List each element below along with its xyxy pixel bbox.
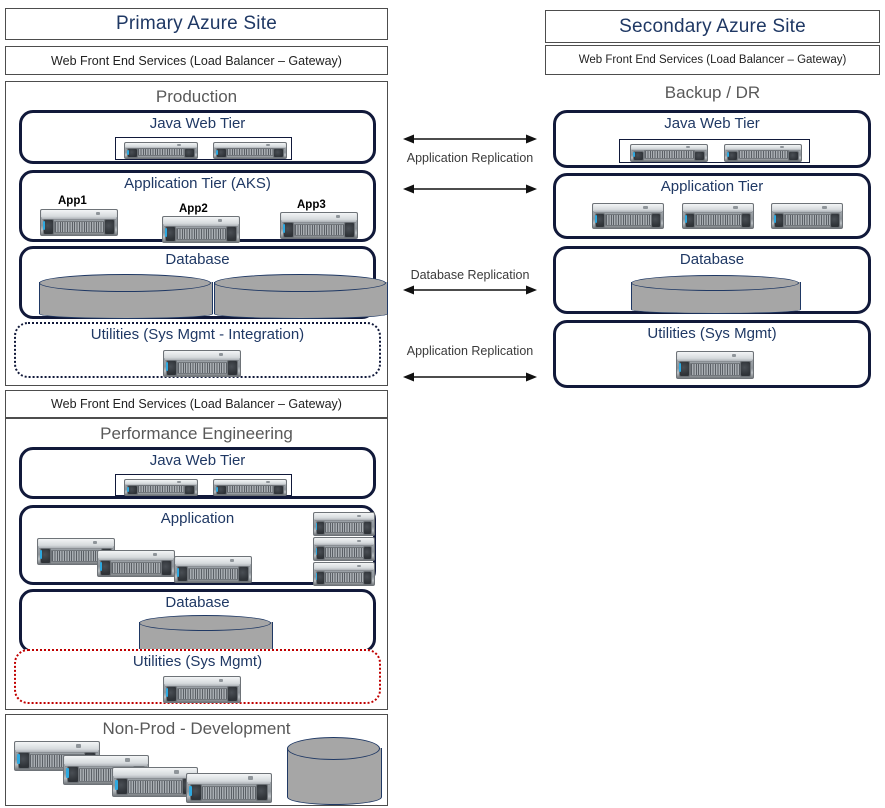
primary-web-front-end-label-2: Web Front End Services (Load Balancer – … (51, 397, 342, 411)
secondary-java-web-tier-label: Java Web Tier (664, 115, 760, 132)
replication-arrow-2 (403, 182, 537, 194)
server-icon (313, 562, 375, 586)
server-icon (97, 550, 175, 577)
performance-engineering-container: Performance Engineering Java Web Tier Ap… (5, 418, 388, 710)
server-icon (162, 216, 240, 243)
database-cylinder-icon (287, 737, 382, 805)
server-icon (676, 351, 754, 379)
performance-section-title: Performance Engineering (100, 424, 293, 443)
production-java-web-tier-box[interactable]: Java Web Tier (19, 110, 376, 164)
performance-java-web-tier-box[interactable]: Java Web Tier (19, 447, 376, 499)
secondary-java-web-tier-inner-box (619, 139, 810, 163)
performance-application-label: Application (160, 510, 235, 527)
server-icon (163, 350, 241, 377)
performance-utilities-box[interactable]: Utilities (Sys Mgmt) (14, 649, 381, 704)
replication-label-3: Application Replication (406, 344, 534, 358)
secondary-database-box[interactable]: Database (553, 246, 871, 314)
nonprod-section-title: Non-Prod - Development (102, 719, 291, 738)
database-cylinder-icon (139, 615, 273, 653)
app1-label: App1 (58, 195, 87, 207)
secondary-application-tier-label: Application Tier (660, 178, 764, 195)
server-icon (112, 767, 198, 797)
server-icon (186, 773, 272, 803)
double-arrow-icon (403, 285, 537, 295)
replication-arrow-3 (403, 283, 537, 295)
double-arrow-icon (403, 372, 537, 382)
primary-web-front-end-label-1: Web Front End Services (Load Balancer – … (51, 53, 342, 68)
secondary-web-front-end-box: Web Front End Services (Load Balancer – … (545, 45, 880, 75)
replication-arrow-1 (403, 132, 537, 144)
performance-application-box[interactable]: Application (19, 505, 376, 586)
nonprod-development-container: Non-Prod - Development (5, 714, 388, 806)
database-cylinder-icon (631, 275, 801, 314)
app3-label: App3 (297, 199, 326, 211)
production-java-web-tier-label: Java Web Tier (149, 115, 246, 132)
database-cylinder-icon (39, 274, 213, 319)
production-database-label: Database (165, 251, 230, 268)
server-icon (213, 479, 287, 496)
primary-site-title: Primary Azure Site (116, 13, 277, 34)
server-icon (163, 676, 241, 703)
server-icon (630, 144, 708, 162)
server-icon (213, 142, 287, 159)
primary-web-front-end-box-1: Web Front End Services (Load Balancer – … (5, 46, 388, 75)
server-icon (124, 479, 198, 496)
performance-java-web-tier-label: Java Web Tier (149, 452, 246, 469)
production-container: Production Java Web Tier Application Tie… (5, 81, 388, 386)
performance-database-label: Database (165, 594, 230, 611)
production-section-title: Production (155, 87, 238, 106)
secondary-site-title-box: Secondary Azure Site (545, 10, 880, 43)
production-database-box[interactable]: Database (19, 246, 388, 319)
double-arrow-icon (403, 184, 537, 194)
performance-java-web-tier-inner-box (115, 474, 292, 496)
replication-label-2: Database Replication (410, 268, 530, 282)
server-icon (592, 203, 664, 229)
server-icon (174, 556, 252, 583)
secondary-section-title: Backup / DR (664, 83, 761, 102)
secondary-site-title: Secondary Azure Site (619, 15, 806, 37)
performance-utilities-label: Utilities (Sys Mgmt) (132, 653, 263, 670)
secondary-utilities-label: Utilities (Sys Mgmt) (647, 325, 777, 342)
secondary-web-front-end-label: Web Front End Services (Load Balancer – … (578, 54, 847, 66)
production-utilities-box[interactable]: Utilities (Sys Mgmt - Integration) (14, 322, 381, 378)
server-icon (313, 512, 375, 536)
server-icon (124, 142, 198, 159)
server-icon (313, 537, 375, 561)
primary-web-front-end-box-2: Web Front End Services (Load Balancer – … (5, 390, 388, 418)
production-utilities-label: Utilities (Sys Mgmt - Integration) (90, 326, 305, 343)
server-icon (771, 203, 843, 229)
secondary-database-label: Database (679, 251, 745, 268)
primary-site-title-box: Primary Azure Site (5, 8, 388, 40)
database-cylinder-icon (214, 274, 388, 319)
production-application-tier-label: Application Tier (AKS) (124, 175, 271, 192)
production-application-tier-box[interactable]: Application Tier (AKS) App1 App2 App3 (19, 170, 376, 243)
app2-label: App2 (179, 203, 208, 215)
server-icon (280, 212, 358, 239)
production-java-web-tier-inner-box (115, 137, 292, 160)
performance-database-box[interactable]: Database (19, 589, 376, 653)
double-arrow-icon (403, 134, 537, 144)
secondary-utilities-box[interactable]: Utilities (Sys Mgmt) (553, 320, 871, 388)
replication-label-1: Application Replication (406, 151, 534, 165)
secondary-java-web-tier-box[interactable]: Java Web Tier (553, 110, 871, 168)
server-icon (40, 209, 118, 236)
server-icon (724, 144, 802, 162)
server-icon (682, 203, 754, 229)
replication-arrow-4 (403, 370, 537, 382)
secondary-application-tier-box[interactable]: Application Tier (553, 173, 871, 239)
